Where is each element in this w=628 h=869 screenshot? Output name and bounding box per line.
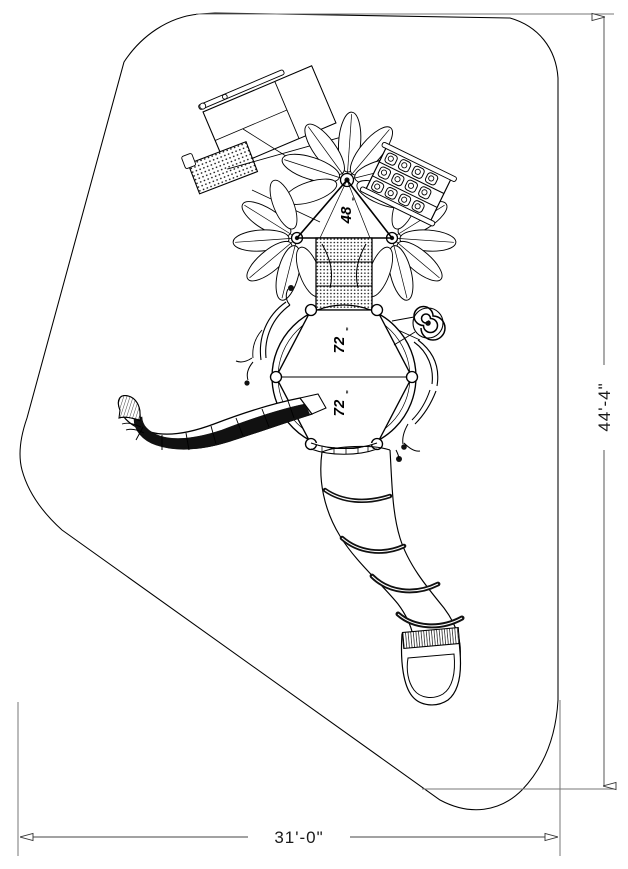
grab-handle [403,442,421,452]
vertical-dimension: 44'-4" [196,14,614,789]
climber-rungs [371,152,439,213]
post-cap [401,444,407,450]
label-72-upper-unit: " [345,327,354,331]
label-72-upper-value: 72 [331,336,348,353]
tube-joint-rings [322,487,465,629]
climber-rail [381,142,457,182]
panel-bracket [181,153,196,169]
right-barrier-arcs [397,329,439,450]
post-cap [244,380,250,386]
rail-post [199,102,207,110]
left-barrier-arcs [244,285,294,386]
horizontal-dimension: 31'-0" [17,700,561,856]
upper-right-climber [359,142,457,227]
label-72-lower-unit: " [345,390,354,394]
chute-ribbed-collar [401,627,461,649]
vertical-dimension-text: 44'-4" [595,382,614,431]
deck-rail-top [198,69,285,110]
grab-handle [235,357,253,363]
tube-outer-edge-left [320,451,415,657]
label-48-value: 48 [338,206,355,224]
post-cap [288,285,294,291]
climber-rail [359,186,436,227]
bridge-deck [315,237,373,311]
tube-slide-exit-chute [400,627,462,706]
perforated-step-panel [187,140,259,195]
component-label-72-lower: 72 " [331,390,354,416]
tube-slide [320,445,465,706]
chute-inner [406,653,455,698]
spiral-climber [391,305,446,346]
bottom-barrier-railing [310,442,378,455]
slide-deck-connector [299,393,327,415]
label-72-lower-value: 72 [331,399,348,416]
horizontal-dimension-text: 31'-0" [274,828,323,847]
component-label-48: 48 " [338,197,360,224]
tube-entry [321,445,391,453]
rail-post [221,93,228,100]
deck-corner-posts [269,303,419,451]
upper-left-deck [181,65,348,195]
label-48-unit: " [351,197,360,201]
slide-segments [135,400,295,451]
wave-slide [117,393,327,451]
component-label-72-upper: 72 " [331,327,354,353]
